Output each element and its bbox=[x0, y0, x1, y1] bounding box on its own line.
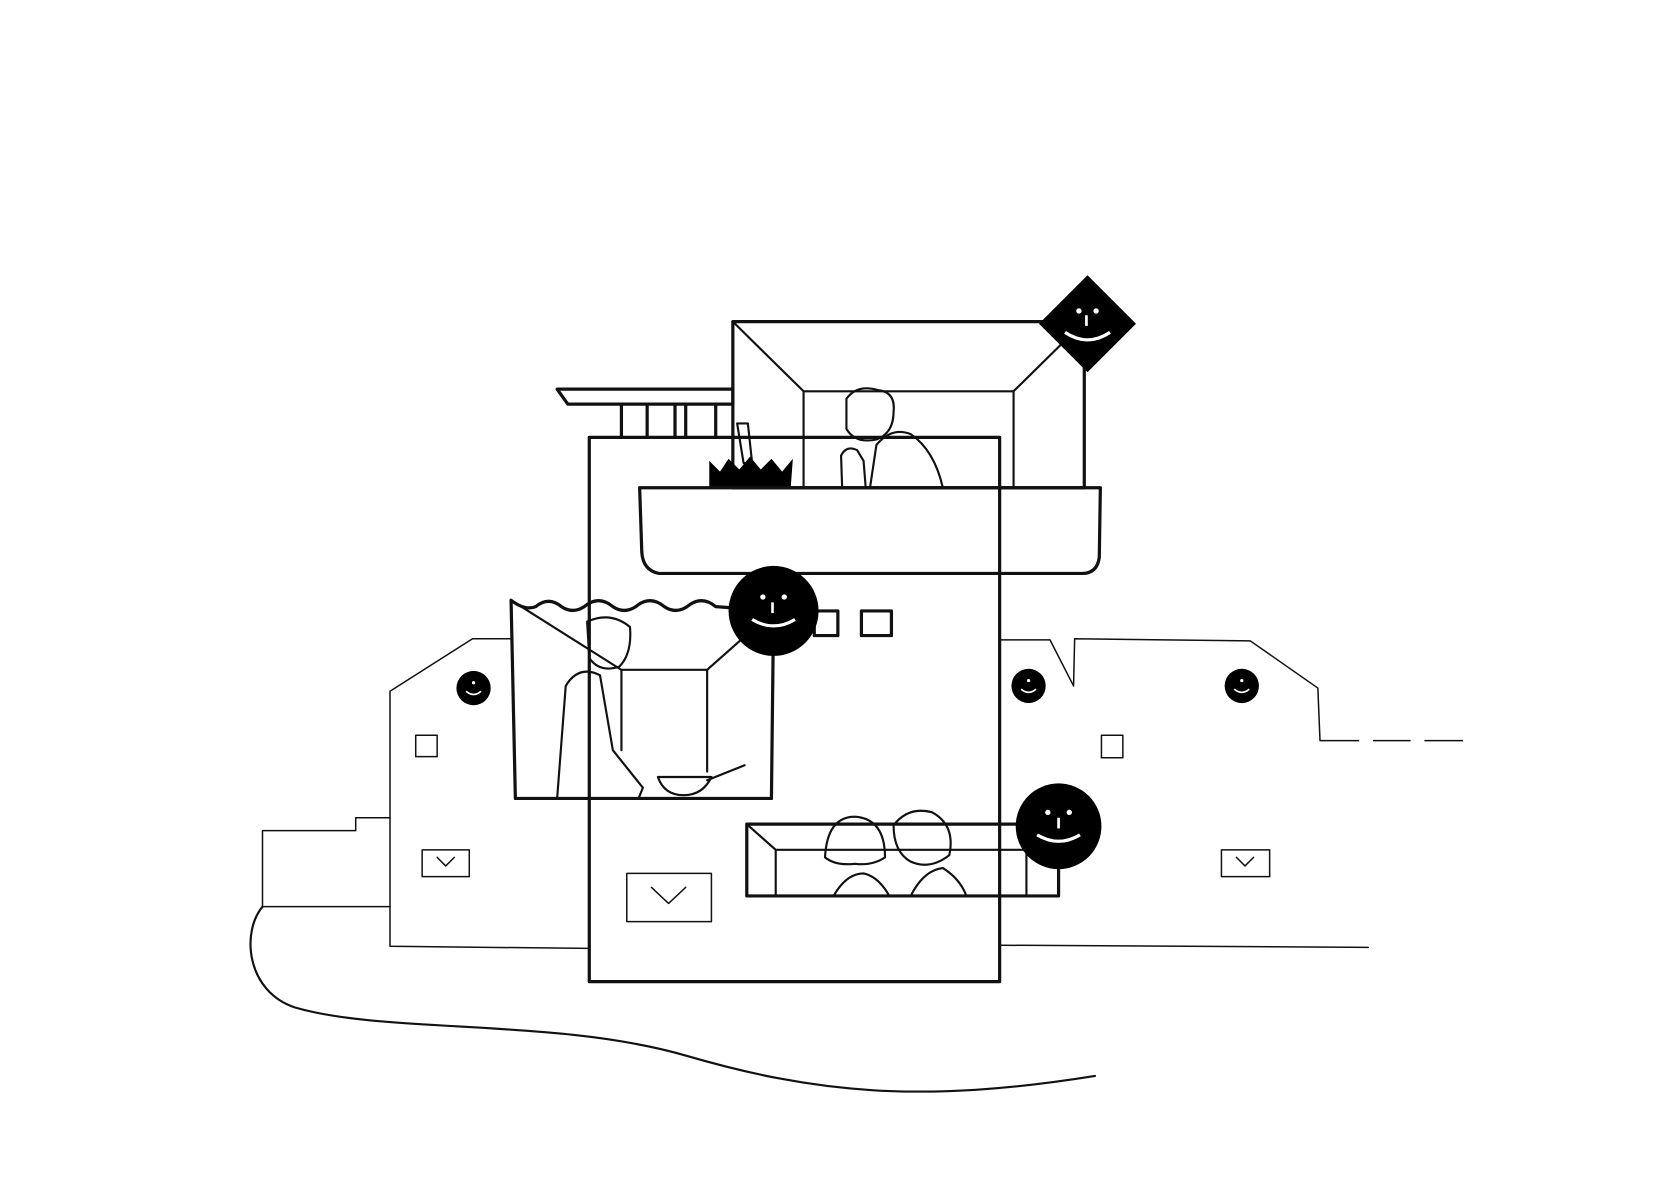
small-window bbox=[1100, 734, 1124, 759]
right-building bbox=[998, 638, 1464, 949]
envelope-icon bbox=[626, 872, 713, 923]
couple-window bbox=[745, 809, 1061, 898]
left-low-block bbox=[261, 816, 391, 908]
left-building bbox=[389, 638, 589, 950]
central-tower bbox=[587, 435, 1002, 984]
top-balcony-room bbox=[709, 320, 1086, 490]
balcony-slab bbox=[638, 486, 1102, 576]
envelope-icon bbox=[1220, 849, 1271, 878]
railing bbox=[619, 402, 718, 439]
envelope-icon bbox=[421, 849, 471, 878]
ground-line bbox=[249, 905, 1097, 1093]
roof-ledge bbox=[555, 387, 735, 406]
smiley-circle-icon bbox=[456, 670, 491, 706]
smiley-circle-icon bbox=[728, 565, 819, 656]
smiley-circle-icon bbox=[1015, 783, 1102, 870]
small-window bbox=[414, 734, 438, 758]
small-window bbox=[859, 609, 894, 638]
smiley-circle-icon bbox=[1011, 668, 1046, 704]
smiley-circle-icon bbox=[1224, 668, 1259, 704]
smiley-diamond-icon bbox=[1039, 275, 1136, 373]
kitchen-window bbox=[509, 598, 776, 801]
